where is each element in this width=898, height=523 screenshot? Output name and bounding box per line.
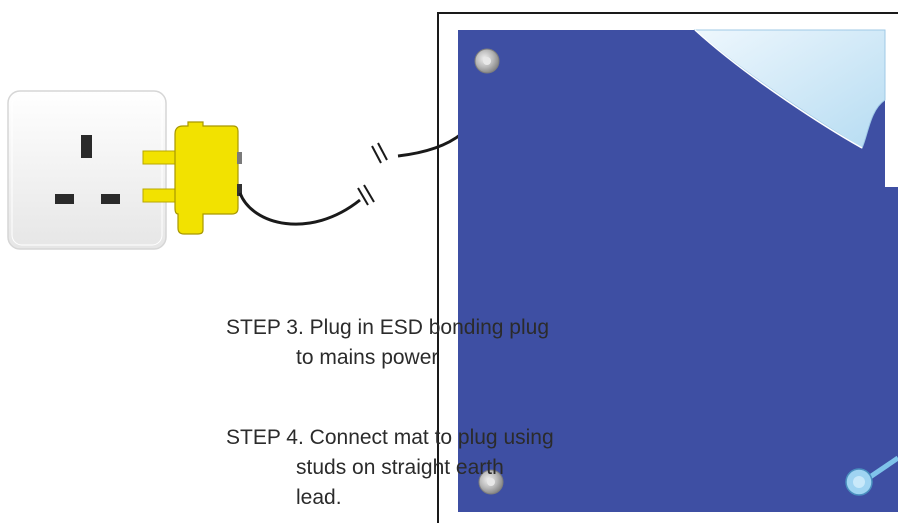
step-4-line-2: studs on straight earth <box>296 456 504 479</box>
step-4-line-1: Connect mat to plug using <box>309 426 554 449</box>
live-slot <box>55 194 74 204</box>
neutral-slot <box>101 194 120 204</box>
step-3-line-2: to mains power <box>296 346 439 369</box>
step-4-line-3: lead. <box>296 486 342 509</box>
earth-slot <box>81 135 92 158</box>
mat-frame <box>437 12 898 523</box>
esd-mat <box>458 29 898 512</box>
step-3-line-1: Plug in ESD bonding plug <box>309 316 550 339</box>
wall-socket <box>7 90 167 250</box>
blue-stud-connector <box>845 455 898 496</box>
lead-break-mark-lower <box>357 184 375 206</box>
lead-break-mark-upper <box>371 142 388 164</box>
esd-bonding-plug <box>142 121 242 235</box>
step-3-label: STEP 3. <box>226 316 304 339</box>
step-4-label: STEP 4. <box>226 426 304 449</box>
step-4-instruction: STEP 4. Connect mat to plug using studs … <box>226 423 554 513</box>
earth-lead-plug-side <box>238 192 361 226</box>
step-3-instruction: STEP 3. Plug in ESD bonding plug to main… <box>226 313 549 373</box>
